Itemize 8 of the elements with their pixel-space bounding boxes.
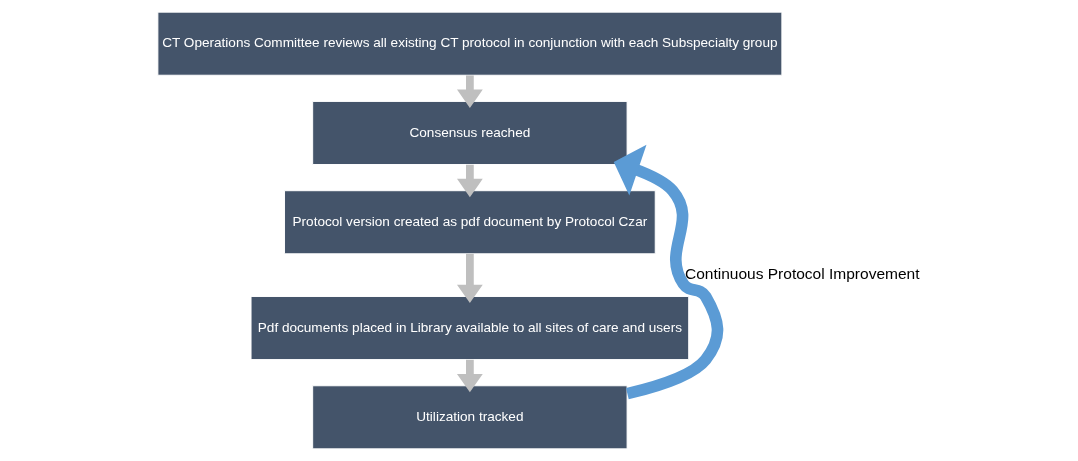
node-box: CT Operations Committee reviews all existing CT protocol in conjunction with each Subspecialty group [156, 11, 782, 76]
arrow [613, 144, 723, 400]
edge-label: Continuous Protocol Improvement [684, 264, 920, 282]
node-box: Utilization tracked [311, 385, 628, 450]
node-box: Pdf documents placed in Library available to all sites of care and users [250, 296, 689, 361]
node-box: Consensus reached [311, 100, 628, 165]
arrow [456, 253, 483, 304]
node-box: Protocol version created as pdf document by Protocol Czar [283, 190, 656, 255]
